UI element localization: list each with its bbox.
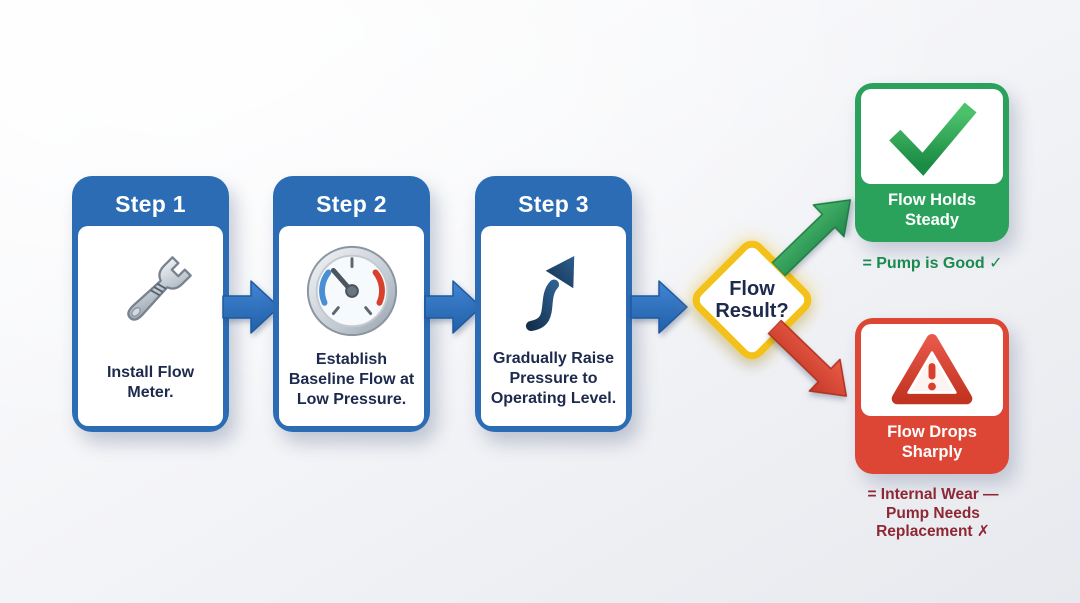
step-2-description: Establish Baseline Flow at Low Pressure. [288,351,415,408]
outcome-success-caption: = Pump is Good ✓ [862,255,1003,272]
success-branch-arrow-icon [771,199,851,277]
outcome-success-card: Flow Holds Steady [855,83,1009,242]
rising-arrow-icon [520,250,580,336]
step-3-body: Gradually Raise Pressure to Operating Le… [481,226,626,426]
step-2-body: Establish Baseline Flow at Low Pressure. [279,226,424,426]
step-3-card: Step 3 Gradually Raise Pressure to Opera… [475,176,632,432]
warning-triangle-icon [891,334,973,405]
step-1-card: Step 1 Install Flow M [72,176,229,432]
step-1-description: Install Flow Meter. [106,363,195,401]
right-arrow-icon [630,280,688,334]
outcome-failure-card: Flow Drops Sharply [855,318,1009,474]
right-arrow-icon [424,280,482,334]
failure-branch-arrow-icon [767,319,847,397]
right-arrow-icon [222,280,280,334]
step-2-title: Step 2 [316,190,387,217]
step-1-body: Install Flow Meter. [78,226,223,426]
outcome-failure-label: Flow Drops Sharply [887,423,977,462]
step-1-title: Step 1 [115,190,186,217]
outcome-failure-body [861,324,1003,417]
outcome-success-body [861,89,1003,185]
wrench-icon [126,256,192,322]
step-2-card: Step 2 Establish [273,176,430,432]
outcome-success-label: Flow Holds Steady [888,191,976,230]
outcome-failure-caption: = Internal Wear — Pump Needs Replacement… [867,486,999,541]
step-3-description: Gradually Raise Pressure to Operating Le… [490,350,617,408]
checkmark-icon [882,94,982,179]
pressure-gauge-icon [306,245,397,337]
step-3-title: Step 3 [518,190,589,217]
